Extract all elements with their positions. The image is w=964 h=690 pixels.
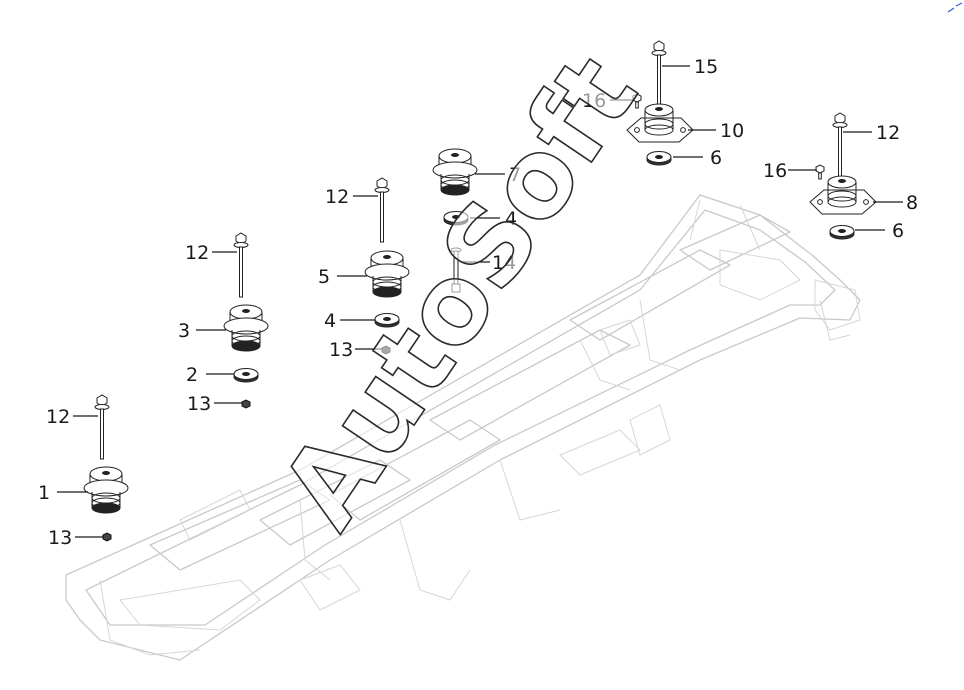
callout-5: 5: [318, 266, 330, 288]
callout-13-a: 13: [48, 527, 72, 549]
leader-lines: [57, 65, 903, 538]
callout-labels: 1 2 3 4 4 5 6 6 7 8 10 12 12 12 12 13 13…: [38, 56, 918, 549]
bolt-part-12-c: [374, 177, 390, 243]
callout-12-c: 12: [325, 186, 349, 208]
callout-10: 10: [720, 120, 744, 142]
cushion-part-3: [223, 304, 269, 352]
callout-6-b: 6: [892, 220, 904, 242]
washer-part-2: [233, 368, 259, 383]
nut-part-13-b: [241, 399, 251, 409]
callout-12-b: 12: [185, 242, 209, 264]
callout-8: 8: [906, 192, 918, 214]
callout-7: 7: [509, 164, 521, 186]
cushion-part-1: [83, 466, 129, 514]
callout-13-c: 13: [329, 339, 353, 361]
callout-1: 1: [38, 482, 50, 504]
callout-4-a: 4: [324, 310, 336, 332]
bolt-part-12-a: [94, 394, 110, 460]
callout-14: 14: [492, 252, 516, 274]
callout-16-b: 16: [763, 160, 787, 182]
callout-16-a: 16: [582, 90, 606, 112]
callout-2: 2: [186, 364, 198, 386]
washer-part-6-a: [646, 151, 672, 166]
callout-6-a: 6: [710, 147, 722, 169]
nut-part-13-a: [102, 532, 112, 542]
bolt-part-16-b: [815, 164, 825, 180]
callout-15: 15: [694, 56, 718, 78]
parts: [83, 40, 877, 542]
callout-4-b: 4: [505, 208, 517, 230]
corner-mark-icon: [947, 2, 963, 13]
watermark-autosoft: AutoSoft: [258, 35, 662, 550]
callout-3: 3: [178, 320, 190, 342]
bolt-part-15: [651, 40, 667, 106]
vehicle-frame: [65, 194, 861, 661]
callout-13-b: 13: [187, 393, 211, 415]
bolt-part-14: [450, 247, 462, 293]
mount-part-8: [809, 175, 877, 215]
callout-12-d: 12: [876, 122, 900, 144]
washer-part-6-b: [829, 225, 855, 240]
bolt-part-12-d: [832, 112, 848, 178]
bolt-part-12-b: [233, 232, 249, 298]
callout-12-a: 12: [46, 406, 70, 428]
